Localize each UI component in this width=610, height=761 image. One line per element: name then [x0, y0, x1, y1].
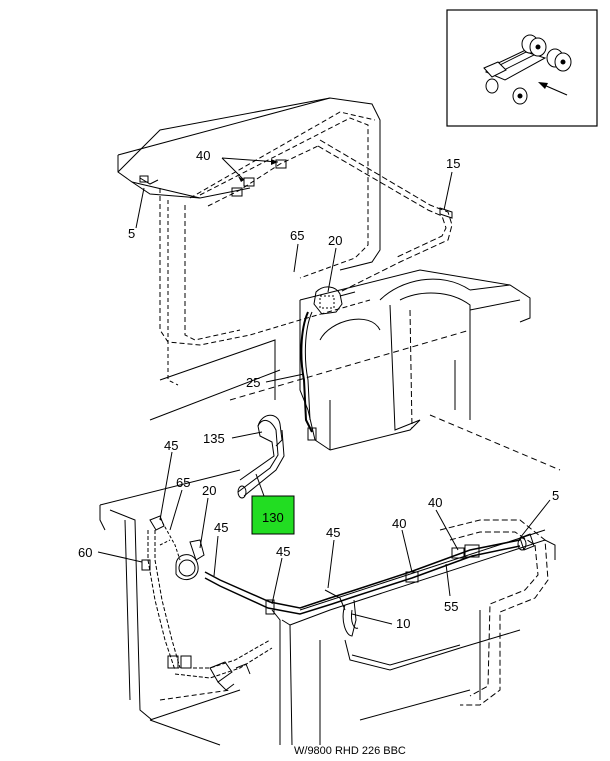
lower-harness — [141, 515, 535, 691]
callout-bottom-60[interactable]: 60 — [78, 545, 92, 560]
callout-130[interactable]: 130 — [262, 510, 284, 525]
callout-bottom-65[interactable]: 65 — [176, 475, 190, 490]
locator-arrow — [538, 82, 568, 96]
upper-assembly — [117, 97, 453, 421]
callout-135[interactable]: 135 — [203, 431, 225, 446]
tube-130 — [237, 414, 285, 499]
callout-bottom-55[interactable]: 55 — [444, 599, 458, 614]
callout-bottom-45-c[interactable]: 45 — [276, 544, 290, 559]
callout-top-25[interactable]: 25 — [246, 375, 260, 390]
callout-bottom-10[interactable]: 10 — [396, 616, 410, 631]
callout-bottom-45-b[interactable]: 45 — [214, 520, 228, 535]
callout-top-20[interactable]: 20 — [328, 233, 342, 248]
callout-bottom-40-a[interactable]: 40 — [392, 516, 406, 531]
leader-lines — [97, 157, 551, 625]
leader-arrowheads — [238, 159, 278, 182]
harness-25 — [300, 286, 356, 441]
callout-labels: 40 15 5 65 20 25 135 130 45 65 20 45 60 … — [78, 148, 559, 631]
lower-assembly — [99, 329, 561, 746]
truck-chassis-locator-icon — [483, 34, 572, 105]
callout-bottom-20[interactable]: 20 — [202, 483, 216, 498]
callout-bottom-45-d[interactable]: 45 — [326, 525, 340, 540]
diagram-caption: W/9800 RHD 226 BBC — [294, 745, 406, 757]
callout-bottom-45-a[interactable]: 45 — [164, 438, 178, 453]
inset-locator — [446, 9, 598, 127]
callout-bottom-5[interactable]: 5 — [552, 488, 559, 503]
highlight-box-130[interactable] — [251, 495, 295, 535]
callout-bottom-40-b[interactable]: 40 — [428, 495, 442, 510]
callout-top-65[interactable]: 65 — [290, 228, 304, 243]
callout-top-5[interactable]: 5 — [128, 226, 135, 241]
fuel-tank — [299, 269, 531, 451]
callout-top-15[interactable]: 15 — [446, 156, 460, 171]
callout-top-40[interactable]: 40 — [196, 148, 210, 163]
